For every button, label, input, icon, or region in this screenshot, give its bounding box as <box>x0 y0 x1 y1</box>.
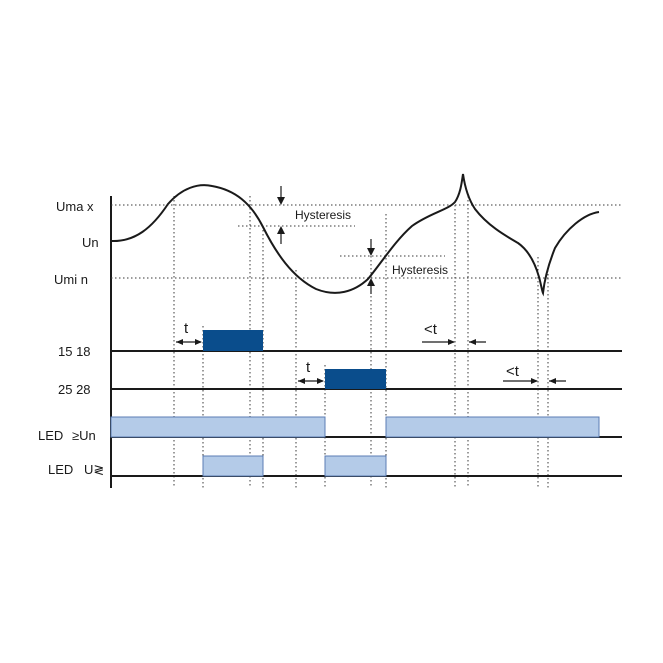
arrow-head <box>277 226 285 234</box>
short-event-label-1: <t <box>424 321 438 338</box>
led-2-on-segment <box>202 455 264 477</box>
relay-2-on-pulse <box>325 369 386 389</box>
arrow-head <box>531 378 538 384</box>
un-label: Un <box>82 235 99 250</box>
hysteresis-2-arrows <box>367 239 375 294</box>
led-2-prefix: LED <box>48 462 73 477</box>
short-event-label-2: <t <box>506 363 520 380</box>
arrow-head <box>176 339 183 345</box>
short-event-arrows-2 <box>503 378 566 384</box>
led-1-on-segment <box>385 416 600 438</box>
led-2-on-segment <box>324 455 387 477</box>
led-1-symbol: ≥Un <box>72 428 96 443</box>
relay-2-label: 25 28 <box>58 382 91 397</box>
arrow-head <box>298 378 305 384</box>
delay-arrow-t1 <box>176 339 202 345</box>
hysteresis-label-1: Hysteresis <box>295 208 351 222</box>
arrow-head <box>469 339 476 345</box>
led-1-on-segment <box>110 416 326 438</box>
delay-label-t2: t <box>306 359 311 376</box>
short-event-arrows-1 <box>422 339 486 345</box>
arrow-head <box>195 339 202 345</box>
led-1-prefix: LED <box>38 428 63 443</box>
voltage-curve <box>110 173 600 297</box>
relay-1-on-pulse <box>203 330 263 351</box>
arrow-head <box>549 378 556 384</box>
hysteresis-1-arrows <box>277 186 285 244</box>
arrow-head <box>277 197 285 205</box>
delay-arrow-t2 <box>298 378 324 384</box>
hysteresis-label-2: Hysteresis <box>392 263 448 277</box>
relay-1-label: 15 18 <box>58 344 91 359</box>
delay-label-t1: t <box>184 320 189 337</box>
led-2-symbol: U≷ <box>84 462 104 477</box>
umin-label: Umi n <box>54 272 88 287</box>
umax-label: Uma x <box>56 199 94 214</box>
arrow-head <box>317 378 324 384</box>
arrow-head <box>367 248 375 256</box>
arrow-head <box>448 339 455 345</box>
arrow-head <box>367 278 375 286</box>
